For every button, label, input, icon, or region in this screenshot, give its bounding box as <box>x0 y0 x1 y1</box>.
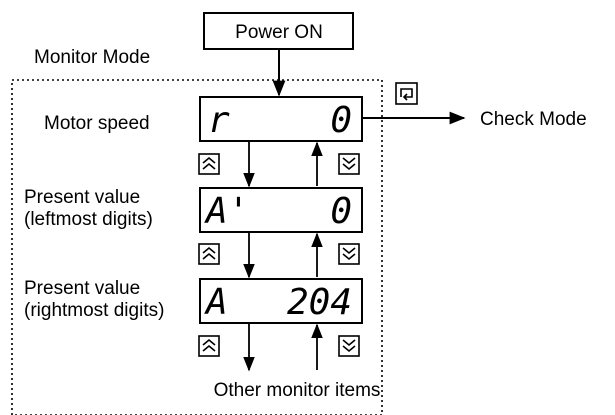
up-key[interactable] <box>198 243 220 265</box>
row-label-line: (leftmost digits) <box>24 209 153 230</box>
up-key[interactable] <box>198 335 220 357</box>
up-double-chevron-icon <box>202 338 216 352</box>
display-right-chars: 0 <box>330 100 352 141</box>
display-motor-speed <box>199 96 363 142</box>
mode-key[interactable] <box>395 82 418 105</box>
display-present-value-right <box>199 278 363 324</box>
display-left-chars: A' <box>204 191 249 232</box>
display-left-chars: A <box>204 282 228 323</box>
display-present-value-left <box>199 187 363 233</box>
down-key[interactable] <box>338 243 360 265</box>
display-right-chars: 204 <box>287 282 352 323</box>
display-left-chars: r <box>208 100 230 141</box>
down-double-chevron-icon <box>342 157 356 171</box>
row-label-present-value-left: Present value(leftmost digits) <box>24 187 153 230</box>
display-right-chars: 0 <box>330 191 352 232</box>
other-monitor-items-label: Other monitor items <box>214 380 381 401</box>
monitor-mode-title: Monitor Mode <box>34 47 150 68</box>
down-key[interactable] <box>338 335 360 357</box>
row-label-present-value-right: Present value(rightmost digits) <box>24 278 164 321</box>
row-label-line: (rightmost digits) <box>24 300 164 321</box>
down-key[interactable] <box>338 153 360 175</box>
row-label-line: Present value <box>24 187 140 208</box>
monitor-mode-boundary <box>11 79 383 415</box>
power-on-box <box>203 12 354 50</box>
down-double-chevron-icon <box>342 247 356 261</box>
power-on-label: Power ON <box>235 22 323 43</box>
row-label-line: Motor speed <box>44 113 150 134</box>
row-label-motor-speed: Motor speed <box>44 113 150 134</box>
mode-loop-icon <box>400 88 413 98</box>
check-mode-label: Check Mode <box>480 109 587 130</box>
up-double-chevron-icon <box>202 246 216 260</box>
up-key[interactable] <box>198 153 220 175</box>
down-double-chevron-icon <box>342 339 356 353</box>
up-double-chevron-icon <box>202 156 216 170</box>
row-label-line: Present value <box>24 278 140 299</box>
